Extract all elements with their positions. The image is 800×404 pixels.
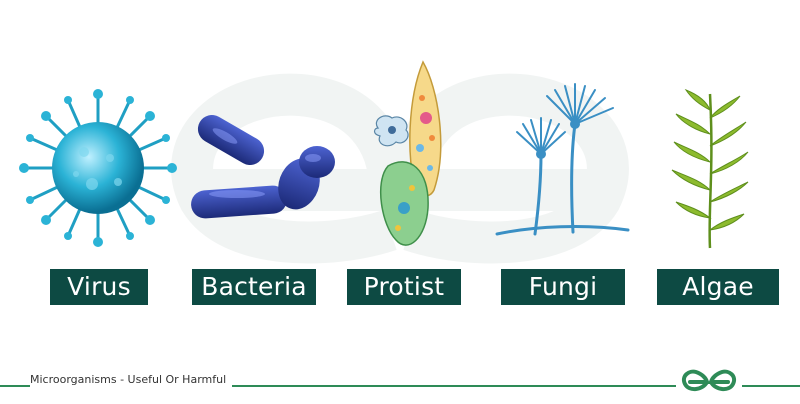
label-virus: Virus xyxy=(50,269,148,305)
algae-illustration xyxy=(671,88,749,249)
label-protist: Protist xyxy=(347,269,461,305)
label-algae: Algae xyxy=(657,269,779,305)
footer-caption: Microorganisms - Useful Or Harmful xyxy=(30,373,233,387)
geeksforgeeks-logo-icon xyxy=(676,364,742,400)
footer-divider xyxy=(0,385,800,387)
fungi-illustration xyxy=(495,83,630,236)
bacteria-illustration xyxy=(191,115,335,219)
label-fungi: Fungi xyxy=(501,269,625,305)
virus-illustration xyxy=(19,89,177,247)
protist-illustration xyxy=(373,60,442,246)
label-bacteria: Bacteria xyxy=(192,269,316,305)
